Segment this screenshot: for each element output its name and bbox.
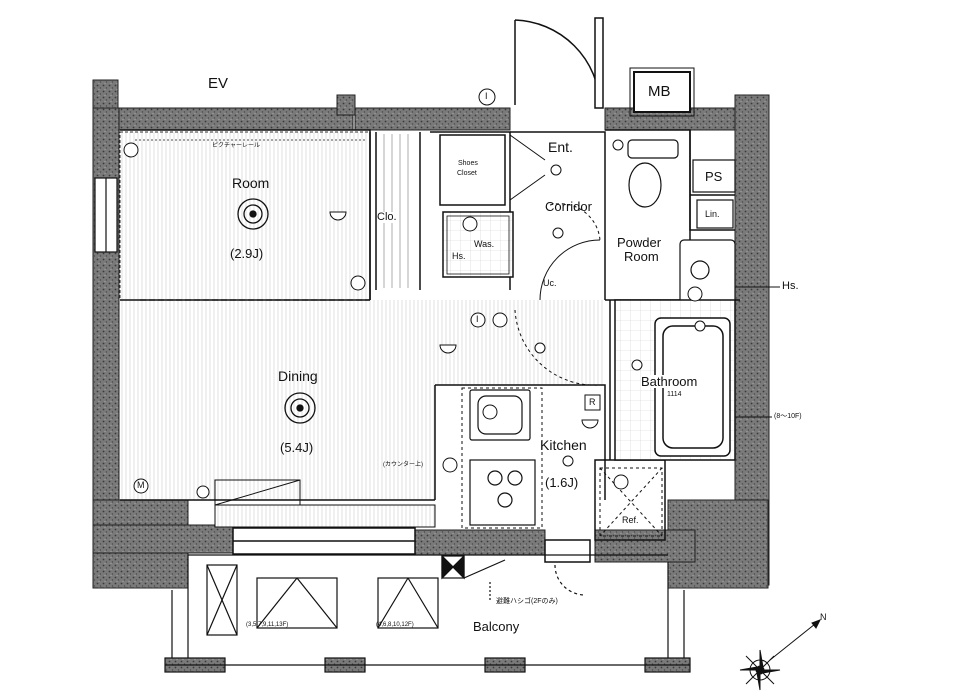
refrigerator xyxy=(599,467,663,537)
kitchen-label: Kitchen xyxy=(540,437,587,453)
corridor-label: Corridor xyxy=(545,199,592,214)
kitchen-counter xyxy=(469,389,536,526)
dining-floor xyxy=(120,300,605,500)
ps-label: PS xyxy=(705,169,723,184)
hs-inner-label: Hs. xyxy=(452,251,466,261)
kitchen-size-label: (1.6J) xyxy=(545,475,579,490)
balcony-label: Balcony xyxy=(473,619,520,634)
m-marker xyxy=(133,478,149,494)
i-marker-mid xyxy=(470,312,486,328)
r-box xyxy=(584,394,601,411)
uc-label: Uc. xyxy=(543,278,557,288)
balcony-door xyxy=(232,527,591,563)
lin-label: Lin. xyxy=(705,209,720,219)
room-label: Room xyxy=(232,175,270,191)
shoes-closet-label-2: Closet xyxy=(457,170,477,177)
lin-box xyxy=(696,199,734,229)
units-left-label: (3,5,7,9,11,13F) xyxy=(246,622,289,628)
toilet xyxy=(627,139,679,208)
closet-hatch xyxy=(383,134,409,288)
entrance-door xyxy=(514,17,604,109)
counter-dashed xyxy=(461,387,543,529)
i-marker-top xyxy=(478,88,496,106)
dining-size-label: (5.4J) xyxy=(280,440,314,455)
room-floor xyxy=(119,131,371,301)
dining-strip xyxy=(214,479,436,528)
powder-room-label-1: Powder xyxy=(617,235,662,250)
picture-rail-label: ピクチャーレール xyxy=(212,143,260,149)
closet-label: Clo. xyxy=(377,211,397,223)
shoes-closet-label-1: Shoes xyxy=(458,160,478,167)
dining-label: Dining xyxy=(278,368,318,384)
was-label: Was. xyxy=(474,239,495,249)
floors-note-label: (8〜10F) xyxy=(774,413,802,420)
compass-north-label: N xyxy=(820,612,827,622)
ev-label: EV xyxy=(208,75,229,92)
counter-label: (カウンター上) xyxy=(383,462,423,468)
right-leaders xyxy=(735,286,780,418)
ps-box xyxy=(692,159,736,193)
room-size-label: (2.9J) xyxy=(230,246,264,261)
ent-label: Ent. xyxy=(548,139,573,155)
small-fixtures xyxy=(123,139,706,499)
mb-box xyxy=(633,71,691,113)
bathroom-label: Bathroom xyxy=(641,374,698,389)
bathroom-size-label: 1114 xyxy=(667,391,682,398)
left-window xyxy=(94,177,118,253)
ladder-label: 避難ハシゴ(2Fのみ) xyxy=(496,598,558,605)
shoes-closet xyxy=(439,134,506,206)
r-label: R xyxy=(589,397,596,407)
corridor-doors xyxy=(514,203,601,386)
mb-label: MB xyxy=(648,83,671,100)
m-marker-label: M xyxy=(137,480,145,490)
powder-room-label-2: Room xyxy=(624,249,659,264)
ceiling-light-dining xyxy=(284,392,316,424)
compass-icon xyxy=(739,619,822,691)
i-marker-top-label: I xyxy=(485,91,488,101)
hs-outer-label: Hs. xyxy=(782,280,799,292)
units-right-label: (4,6,8,10,12F) xyxy=(376,622,414,628)
balcony xyxy=(164,554,691,673)
ref-label: Ref. xyxy=(622,515,639,525)
washer-area xyxy=(442,211,514,278)
i-marker-mid-label: I xyxy=(476,314,479,324)
ceiling-light-room xyxy=(237,198,269,230)
